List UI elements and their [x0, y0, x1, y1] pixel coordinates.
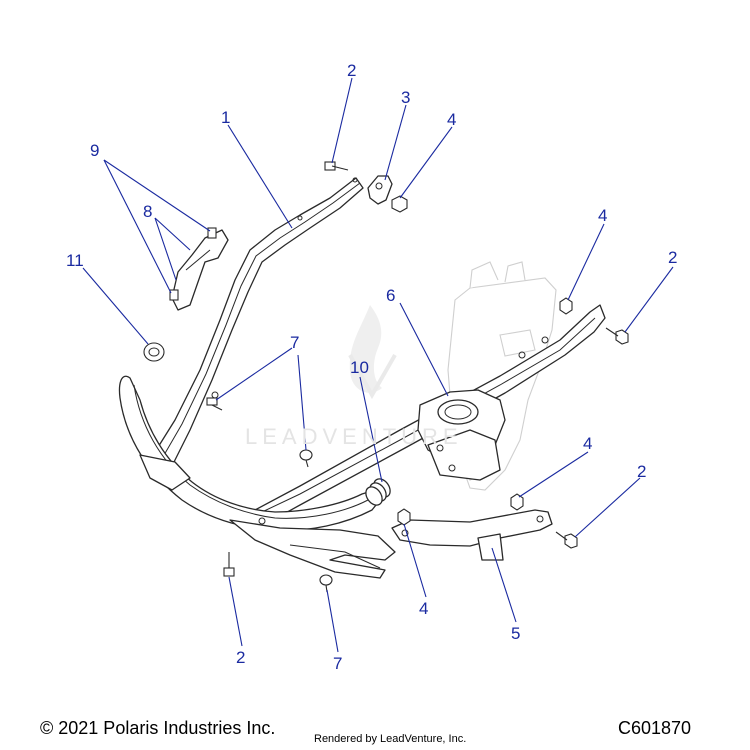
part-front-bumper — [118, 375, 381, 531]
callout-4-mid: 4 — [583, 434, 592, 453]
callout-7-left: 7 — [290, 333, 299, 352]
nut-bottom-mid — [397, 508, 411, 526]
callout-5: 5 — [511, 624, 520, 643]
callout-4-top: 4 — [447, 110, 456, 129]
bolt-mid-right — [555, 531, 578, 549]
callout-2-top: 2 — [347, 61, 356, 80]
part-11-grommet — [143, 342, 165, 362]
bolt-7-left — [206, 397, 223, 411]
part-9-clip-upper — [207, 227, 217, 239]
part-1-main-tube — [149, 177, 364, 471]
leader-lines — [82, 77, 674, 653]
callout-2-bottom: 2 — [236, 648, 245, 667]
callout-8: 8 — [143, 202, 152, 221]
nut-right — [559, 297, 573, 315]
copyright-text: © 2021 Polaris Industries Inc. — [40, 718, 276, 738]
bolt-bottom-left — [223, 552, 235, 577]
callout-2-mid: 2 — [637, 462, 646, 481]
part-3-plate — [367, 175, 393, 205]
nut-top — [391, 195, 408, 213]
callout-3: 3 — [401, 88, 410, 107]
part-6-hitch-mount — [417, 389, 506, 481]
nut-mid-right — [510, 493, 524, 511]
ghost-logo — [348, 305, 397, 400]
callout-6: 6 — [386, 286, 395, 305]
callout-7-bottom: 7 — [333, 654, 342, 673]
part-8-bracket — [171, 229, 229, 311]
watermark: LEADVENTURE — [245, 424, 463, 449]
bolt-right — [605, 327, 629, 345]
bolt-7-bottom — [319, 574, 333, 593]
callout-4-right: 4 — [598, 206, 607, 225]
callout-4-bottom: 4 — [419, 599, 428, 618]
callout-11: 11 — [66, 251, 84, 270]
part-9-clip-lower — [169, 289, 179, 301]
callout-9: 9 — [90, 141, 99, 160]
part-10-bellows — [365, 478, 391, 506]
bolt-top — [324, 161, 349, 171]
part-skid-plate — [229, 519, 396, 579]
callout-labels: 1 2 3 4 9 8 11 4 2 6 7 10 4 2 2 7 4 5 — [66, 61, 677, 673]
callout-1: 1 — [221, 108, 230, 127]
diagram-code: C601870 — [618, 718, 692, 738]
part-5-lower-bracket — [391, 509, 553, 561]
bolt-7-mid — [299, 449, 313, 468]
callout-10: 10 — [350, 358, 369, 377]
callout-2-right: 2 — [668, 248, 677, 267]
rendered-by-text: Rendered by LeadVenture, Inc. — [314, 733, 467, 745]
